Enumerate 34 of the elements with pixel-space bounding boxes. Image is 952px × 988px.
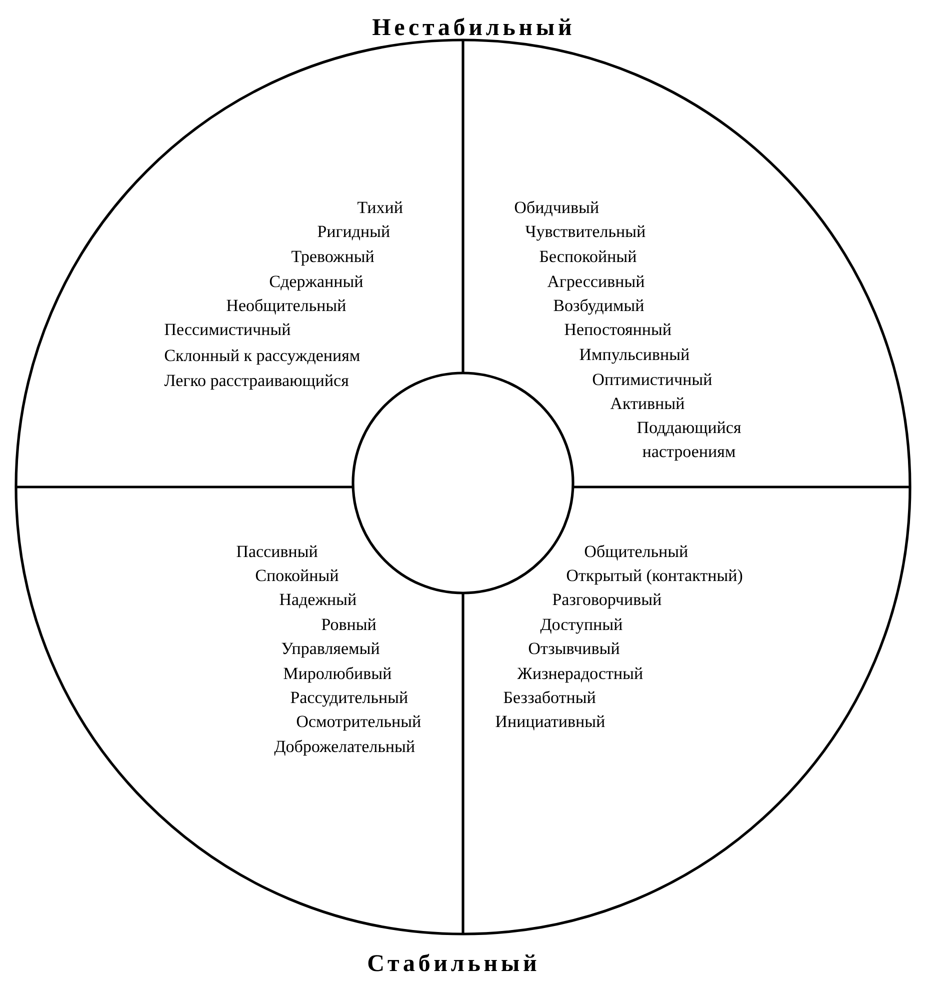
trait-label: Сдержанный [270,275,363,291]
trait-label: Возбудимый [554,298,644,315]
trait-label: Импульсивный [580,348,690,364]
trait-label: Миролюбивый [284,666,392,683]
trait-label: Надежный [280,593,356,608]
trait-label: Ригидный [318,225,390,240]
trait-label: Оптимистичный [592,373,712,386]
trait-label: Тихий [358,201,403,213]
pole-label: Стабильный [368,954,536,972]
trait-label: Чувствительный [525,225,646,241]
trait-label: Открытый (контактный) [566,569,742,585]
trait-label: Беспокойный [540,250,636,262]
trait-label: Разговорчивый [552,593,662,609]
trait-label: Инициативный [496,715,605,730]
trait-label: Осмотрительный [296,715,421,731]
trait-label: Доступный [540,618,622,634]
trait-label: Жизнерадостный [517,667,643,683]
trait-label: Непостоянный [564,323,672,336]
trait-label: Управляемый [282,642,380,658]
trait-label: Беззаботный [504,690,596,704]
trait-label: Отзывчивый [528,642,620,654]
trait-label: Обидчивый [514,200,599,216]
trait-label: Поддающийся настроениям [637,421,741,461]
trait-label: Агрессивный [547,275,644,291]
trait-label: Активный [610,397,684,409]
trait-label: Доброжелательный [274,740,415,756]
trait-label: Тревожный [292,250,374,266]
trait-label: Пассивный [236,545,318,558]
trait-label: Склонный к рассуждениям [164,349,360,365]
trait-label: Необщительный [226,298,346,315]
trait-label: Рассудительный [290,691,408,707]
trait-label: Пессимистичный [164,323,290,336]
pole-label: Нестабильный [372,18,572,36]
trait-label: Ровный [322,618,376,630]
